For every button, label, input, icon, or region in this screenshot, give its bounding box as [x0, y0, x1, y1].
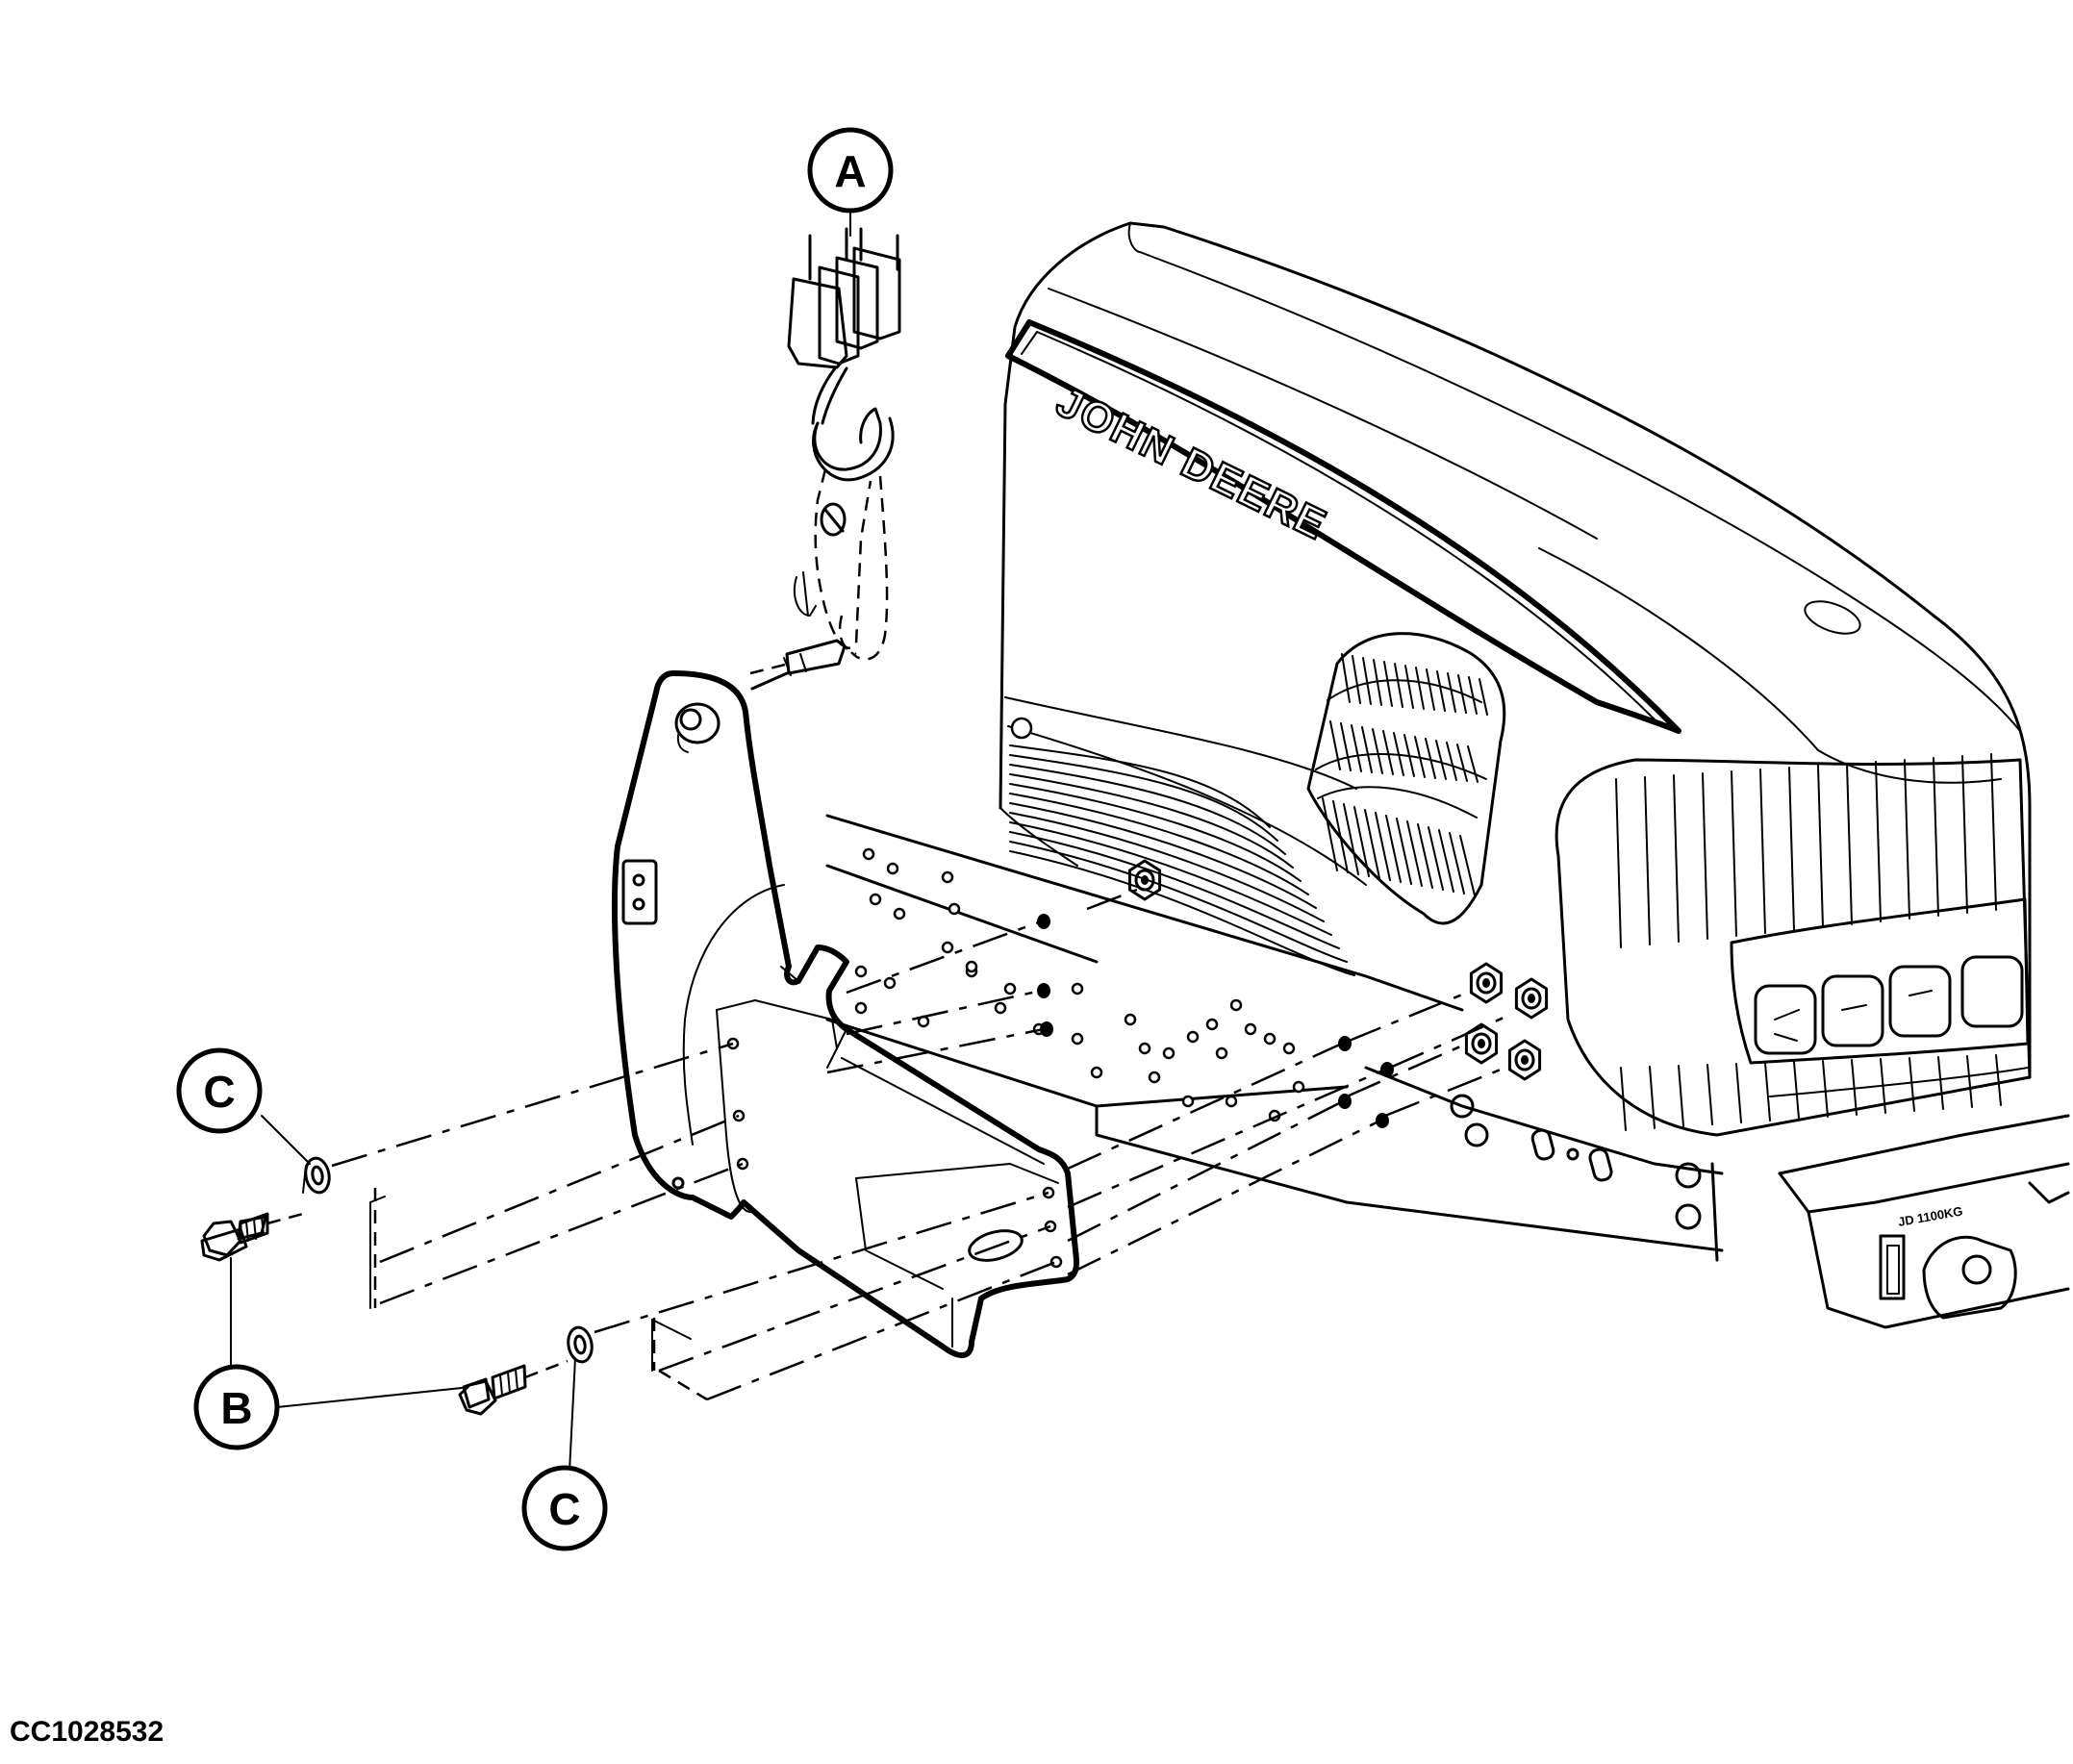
callout-b: B [193, 1364, 280, 1450]
figure-id: CC1028532 [10, 1716, 164, 1748]
hood-logo-decal: JOHN DEERE [1005, 319, 1681, 734]
callout-leader-lines [230, 203, 851, 1473]
side-vent [1009, 717, 1355, 976]
callout-c-upper-label: C [203, 1067, 235, 1117]
callout-a: A [807, 127, 894, 214]
callout-c-lower-label: C [548, 1484, 580, 1534]
side-grille [1306, 632, 1506, 925]
front-grille [1555, 753, 2032, 1137]
callout-c-lower: C [521, 1465, 608, 1551]
callout-a-label: A [834, 146, 866, 196]
hardware-left [200, 1156, 594, 1416]
callout-c-upper: C [176, 1047, 263, 1134]
tractor-hood [999, 221, 2032, 1079]
weight-plate-label: JD 1100KG [1897, 1203, 1964, 1229]
callout-b-label: B [220, 1383, 252, 1433]
alignment-lines [331, 888, 1511, 1401]
mounting-bracket [612, 670, 1079, 1358]
nuts-right [1127, 859, 1549, 1081]
lifting-hook [749, 227, 901, 691]
